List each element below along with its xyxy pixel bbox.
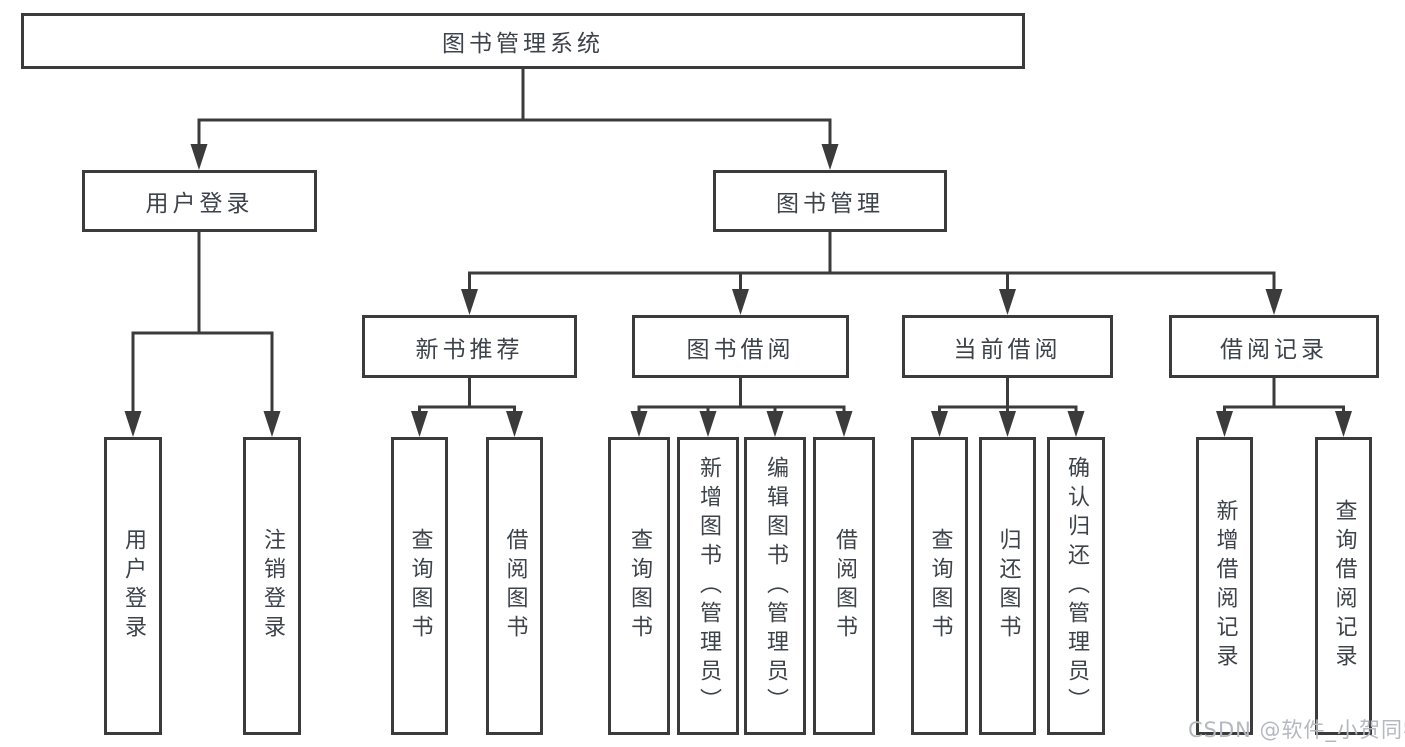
leaf-borrow-books: 借阅图书 [813,437,875,735]
node-book-management: 图书管理 [713,170,947,232]
connector-current-borrow [931,378,1085,437]
leaf-user-login: 用户登录 [104,437,162,735]
node-borrow-records: 借阅记录 [1169,315,1379,378]
node-current-borrow: 当前借阅 [902,315,1113,378]
connector-book-borrow [630,378,853,437]
connector-user-login [124,232,281,437]
node-user-login: 用户登录 [82,170,317,232]
connector-new-book-recommend [411,378,523,437]
connector-book-management [461,232,1283,315]
leaf-confirm-return-admin: 确认归还（管理员） [1047,437,1105,735]
connector-borrow-records [1216,378,1352,437]
leaf-borrow-books: 借阅图书 [486,437,543,735]
leaf-query-books: 查询图书 [911,437,968,735]
leaf-query-borrow-record: 查询借阅记录 [1315,437,1372,735]
csdn-watermark: CSDN @软件_小贺同学 [1188,718,1405,742]
leaf-query-books: 查询图书 [391,437,448,735]
connector-root [190,69,839,170]
leaf-add-borrow-record: 新增借阅记录 [1196,437,1253,735]
node-root-system: 图书管理系统 [21,13,1025,69]
leaf-add-book-admin: 新增图书（管理员） [677,437,739,735]
leaf-return-book: 归还图书 [979,437,1036,735]
leaf-edit-book-admin: 编辑图书（管理员） [744,437,806,735]
node-new-book-recommend: 新书推荐 [362,315,577,378]
leaf-query-books: 查询图书 [608,437,670,735]
node-book-borrow: 图书借阅 [632,315,849,378]
leaf-logout: 注销登录 [243,437,301,735]
